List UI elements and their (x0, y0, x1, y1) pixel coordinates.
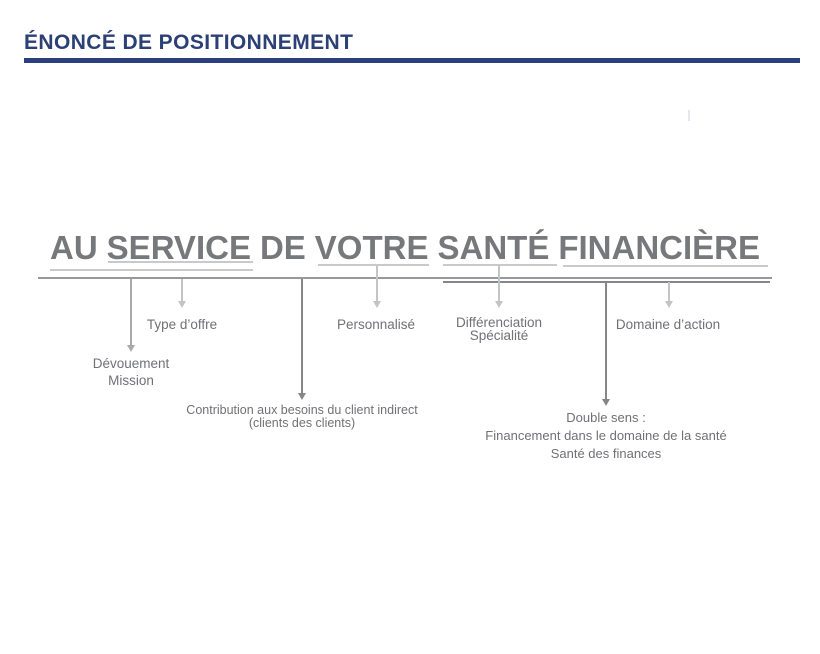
headline: AU SERVICE DE VOTRE SANTÉ FINANCIÈRE (50, 229, 760, 267)
arrowhead-icon (127, 345, 135, 352)
annotation-line: Contribution aux besoins du client indir… (186, 403, 418, 417)
annotation-devouement: Dévouement Mission (93, 355, 170, 389)
arrow-down-icon (665, 282, 673, 308)
arrow-down-icon (298, 279, 306, 400)
annotation-type-offre: Type d’offre (147, 316, 217, 333)
underline-votre (318, 264, 429, 266)
annotation-line: Double sens : (566, 410, 646, 425)
arrow-down-icon (373, 266, 381, 308)
arrow-down-icon (602, 282, 610, 406)
arrowhead-icon (373, 301, 381, 308)
headline-word-sante: SANTÉ (437, 229, 550, 266)
headline-word-au: AU (50, 229, 98, 266)
connector-line-main (38, 277, 772, 279)
arrow-down-icon (495, 266, 503, 308)
stray-cursor-mark (688, 110, 690, 121)
arrow-down-icon (178, 279, 186, 308)
annotation-differenciation: Différenciation Spécialité (455, 315, 543, 343)
annotation-line: Spécialité (469, 328, 529, 343)
headline-word-service: SERVICE (106, 229, 251, 266)
annotation-domaine-action: Domaine d’action (616, 316, 720, 333)
headline-word-de: DE (259, 229, 306, 266)
title-underline-rule (24, 58, 800, 63)
annotation-line: Financement dans le domaine de la santé (485, 428, 727, 443)
arrowhead-icon (178, 301, 186, 308)
annotation-line: Différenciation (455, 315, 543, 330)
underline-financiere (563, 265, 768, 267)
underline-sante (443, 264, 557, 266)
arrowhead-icon (602, 399, 610, 406)
arrowhead-icon (298, 393, 306, 400)
arrowhead-icon (495, 301, 503, 308)
page-title: ÉNONCÉ DE POSITIONNEMENT (24, 31, 354, 54)
annotation-line: Domaine d’action (615, 317, 721, 332)
annotation-line: Type d’offre (146, 317, 218, 332)
annotation-contribution: Contribution aux besoins du client indir… (186, 404, 417, 430)
annotation-line: (clients des clients) (248, 416, 356, 430)
annotation-line: Dévouement (92, 356, 170, 371)
annotation-double-sens: Double sens : Financement dans le domain… (485, 409, 726, 463)
underline-au-service (50, 269, 253, 271)
arrow-down-icon (127, 279, 135, 352)
headline-word-financiere: FINANCIÈRE (558, 229, 761, 266)
arrowhead-icon (665, 301, 673, 308)
underline-service (108, 261, 253, 263)
annotation-line: Personnalisé (336, 317, 416, 332)
annotation-line: Mission (108, 373, 154, 388)
headline-word-votre: VOTRE (314, 229, 429, 266)
annotation-line: Santé des finances (550, 446, 662, 461)
annotation-personnalise: Personnalisé (337, 316, 415, 333)
